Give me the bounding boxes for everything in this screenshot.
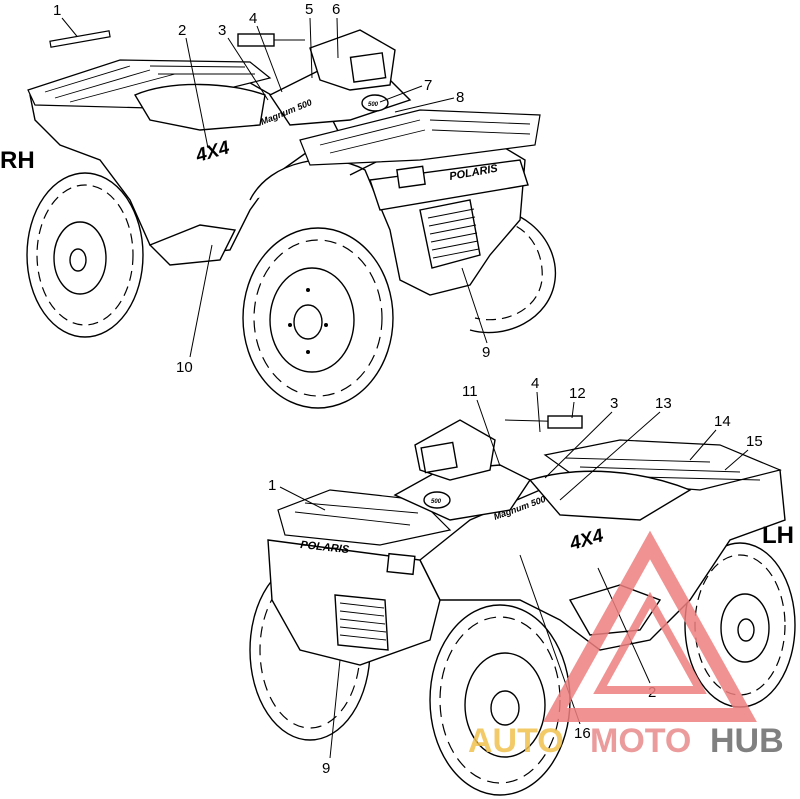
callout-lh-4: 4 <box>531 375 539 392</box>
lh-headlight <box>386 552 416 576</box>
callout-rh-8: 8 <box>456 89 464 106</box>
rh-decal-fuel-cap: 500 <box>368 102 379 108</box>
callout-lh-12: 12 <box>569 385 586 402</box>
callout-lh-16: 16 <box>574 725 591 742</box>
callout-rh-2: 2 <box>178 22 186 39</box>
callouts-rh: 1 2 3 4 5 6 7 8 9 10 <box>49 1 490 376</box>
callout-rh-5: 5 <box>305 1 313 18</box>
rh-front-wheel <box>242 227 394 409</box>
callouts-lh: 11 4 12 3 13 14 15 1 2 16 9 <box>268 375 763 777</box>
callout-rh-1: 1 <box>53 2 61 19</box>
rh-front-rack <box>299 109 541 166</box>
rh-headlight <box>396 165 426 189</box>
callout-rh-7: 7 <box>424 77 432 94</box>
callout-lh-9: 9 <box>322 760 330 777</box>
lh-seat <box>528 470 692 521</box>
rh-pod-light <box>349 52 387 83</box>
callout-rh-3: 3 <box>218 22 226 39</box>
watermark-text-auto: AUTO <box>468 722 564 760</box>
atv-rh-drawing: 4X4 Magnum 500 POLARIS 500 <box>26 29 557 409</box>
callout-lh-15: 15 <box>746 433 763 450</box>
callout-lh-1: 1 <box>268 477 276 494</box>
lh-front-rack <box>277 489 452 546</box>
watermark-text-moto: MOTO <box>590 722 691 760</box>
rh-fuel-cap <box>361 94 389 112</box>
rh-grip <box>237 33 275 47</box>
callout-lh-11: 11 <box>462 383 478 400</box>
lh-front-right-wheel <box>429 604 571 796</box>
watermark-triangle-icon <box>543 530 757 722</box>
rh-grille-slats <box>427 208 480 259</box>
watermark-text-hub: HUB <box>710 722 784 760</box>
lh-decal-fuel-cap: 500 <box>431 499 442 505</box>
callout-lh-14: 14 <box>714 413 731 430</box>
atv-lh-drawing: 4X4 Magnum 500 POLARIS 500 <box>249 415 796 796</box>
callout-lh-3: 3 <box>610 395 618 412</box>
lh-fuel-cap <box>423 491 451 509</box>
rh-footwell <box>148 224 237 266</box>
lh-grip <box>547 415 583 429</box>
rh-rear-wheel <box>26 172 144 338</box>
callout-lh-13: 13 <box>655 395 672 412</box>
lh-grille-slats <box>339 602 387 641</box>
rh-front-bumper <box>369 159 529 211</box>
callout-rh-6: 6 <box>332 1 340 18</box>
callout-rh-4: 4 <box>249 10 257 27</box>
callout-rh-9: 9 <box>482 344 490 361</box>
rh-rear-rack <box>27 59 272 109</box>
side-label-rh: RH <box>0 147 35 174</box>
lh-decal-brand: POLARIS <box>300 539 351 556</box>
callout-rh-10: 10 <box>176 359 193 376</box>
watermark-logo: AUTO MOTO HUB <box>468 530 784 760</box>
side-label-lh: LH <box>762 522 794 549</box>
lh-pod-light <box>420 441 458 474</box>
